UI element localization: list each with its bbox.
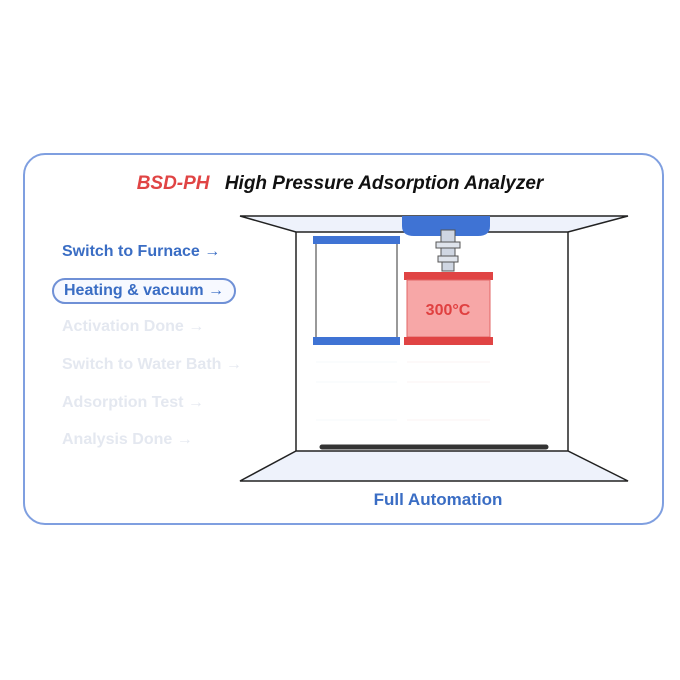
- water-bath-bottom: [313, 337, 400, 345]
- footer-caption: Full Automation: [373, 490, 503, 509]
- ghost-lift-positions: [316, 361, 490, 421]
- step-analysis-done: Analysis Done →: [62, 431, 193, 448]
- furnace-top: [404, 272, 493, 280]
- water-bath-top: [313, 236, 400, 244]
- brand-name: BSD-PH: [136, 173, 210, 194]
- diagram-title: BSD-PH High Pressure Adsorption Analyzer: [0, 173, 680, 195]
- furnace-bottom: [404, 337, 493, 345]
- product-name: High Pressure Adsorption Analyzer: [224, 173, 544, 194]
- top-mount: [402, 216, 490, 236]
- furnace-temperature: 300°C: [426, 302, 471, 319]
- step-adsorption-test: Adsorption Test →: [62, 394, 204, 411]
- step-switch-to-furnace: Switch to Furnace →: [62, 243, 221, 260]
- step-heating-vacuum: Heating & vacuum →: [52, 278, 237, 304]
- sample-connector: [435, 229, 461, 272]
- step-switch-to-water-bath: Switch to Water Bath →: [62, 356, 242, 373]
- furnace-body: [406, 279, 491, 338]
- water-bath: [313, 236, 400, 345]
- chamber-floor: [239, 450, 629, 482]
- furnace: 300°C: [404, 272, 493, 345]
- step-activation-done: Activation Done →: [62, 318, 205, 335]
